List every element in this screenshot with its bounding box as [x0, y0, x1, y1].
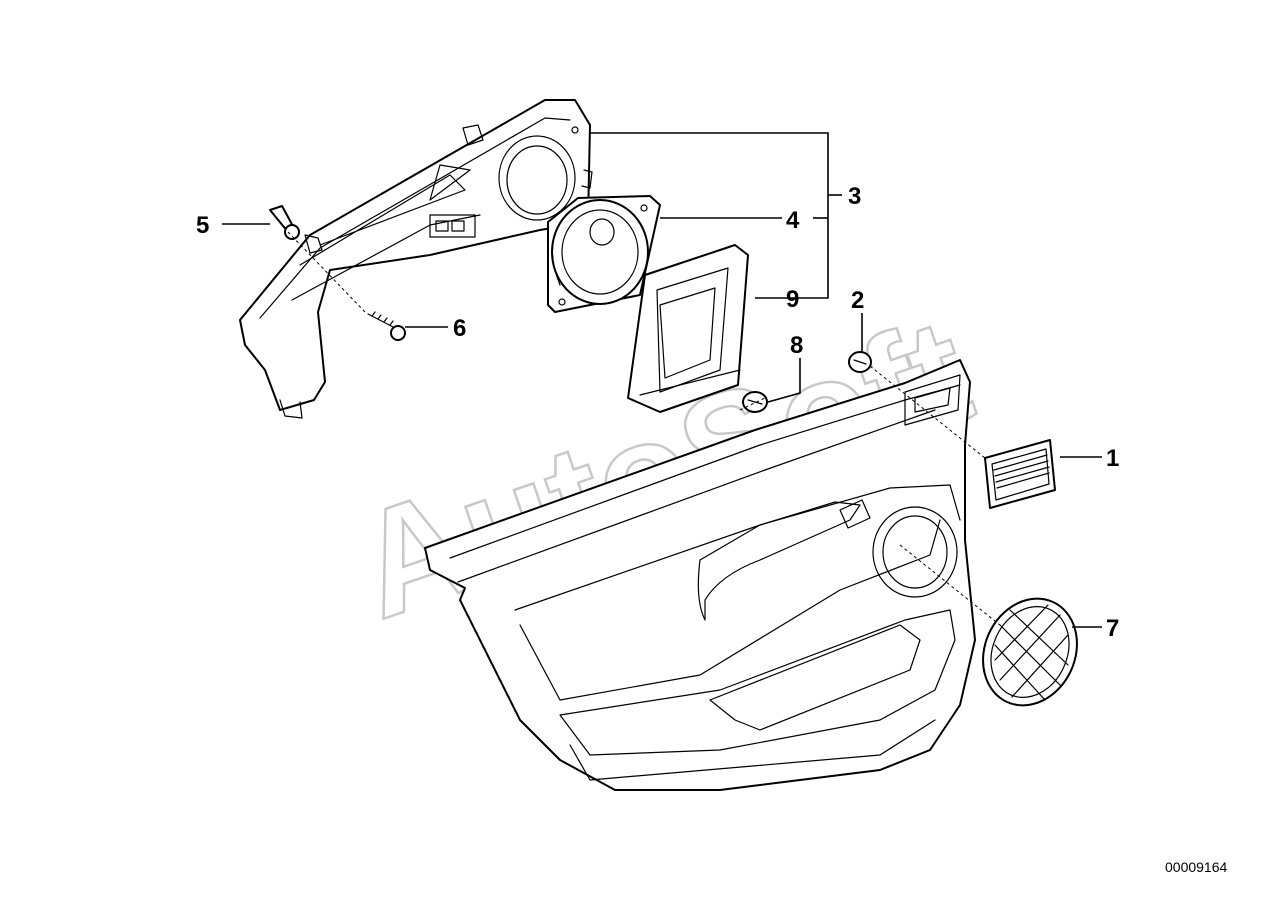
speaker-grille-round	[982, 597, 1078, 707]
speaker-driver	[547, 195, 661, 313]
callout-4: 4	[786, 207, 800, 234]
screw	[269, 205, 300, 240]
callout-5: 5	[196, 212, 209, 239]
speaker-frame	[627, 244, 749, 413]
leader-lines	[222, 132, 1102, 628]
speaker-housing	[239, 99, 593, 419]
callout-3: 3	[848, 183, 861, 210]
callout-2: 2	[851, 287, 864, 314]
clip-8	[742, 391, 768, 413]
callout-8: 8	[790, 332, 803, 359]
clip-2	[848, 351, 872, 373]
callout-1: 1	[1106, 445, 1119, 472]
screw-long	[367, 311, 406, 341]
callout-6: 6	[453, 315, 466, 342]
callouts: 1 2 3 4 5 6 7 8 9	[196, 183, 1119, 642]
callout-7: 7	[1106, 615, 1119, 642]
tweeter-grille	[984, 439, 1056, 509]
assembly-lines	[287, 231, 1001, 626]
diagram-id: 00009164	[1165, 859, 1228, 875]
callout-9: 9	[786, 286, 799, 313]
door-trim-panel	[424, 359, 976, 791]
